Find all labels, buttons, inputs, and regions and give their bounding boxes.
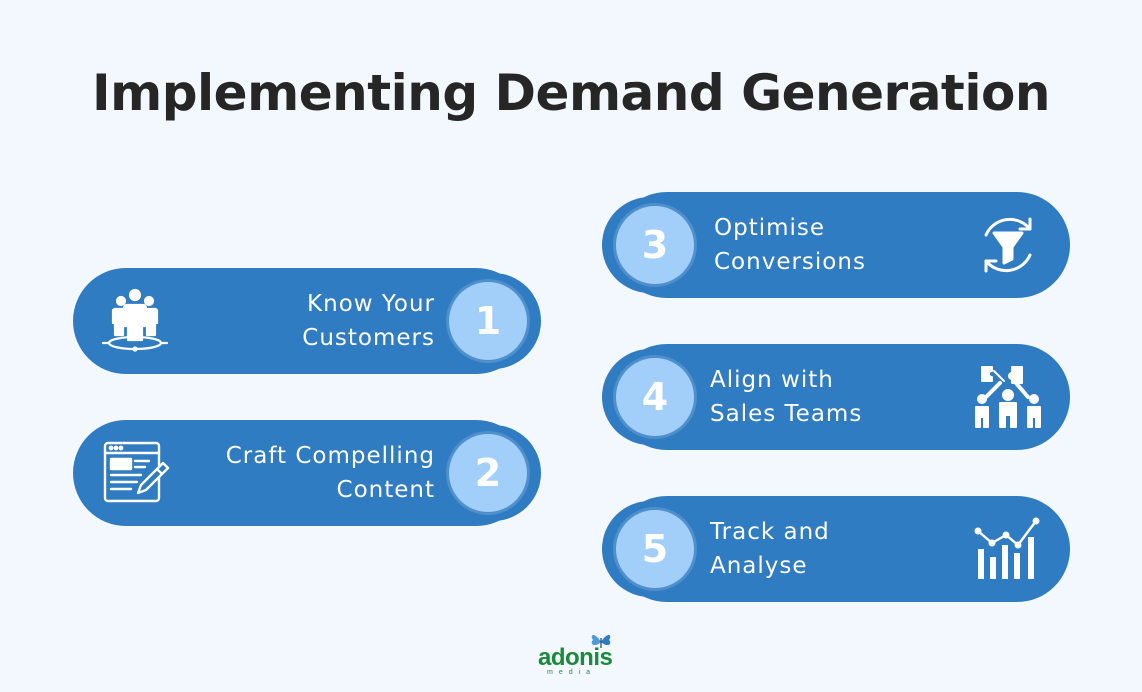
content-writing-icon xyxy=(99,437,171,509)
analytics-chart-icon xyxy=(972,513,1044,585)
step-3: 3 Optimise Conversions xyxy=(602,192,1070,298)
step-4-number: 4 xyxy=(616,358,694,436)
step-5: 5 Track and Analyse xyxy=(602,496,1070,602)
step-5-number: 5 xyxy=(616,510,694,588)
step-2-label: Craft Compelling Content xyxy=(226,420,435,526)
step-3-line2: Conversions xyxy=(714,249,866,275)
step-4-line2: Sales Teams xyxy=(710,401,863,427)
page-title: Implementing Demand Generation xyxy=(92,64,1050,122)
step-1-label: Know Your Customers xyxy=(302,268,435,374)
step-2-line1: Craft Compelling xyxy=(225,443,435,469)
step-1-number: 1 xyxy=(449,282,527,360)
step-5-line2: Analyse xyxy=(710,553,808,579)
step-1-line2: Customers xyxy=(302,325,435,351)
step-3-number: 3 xyxy=(616,206,694,284)
step-3-label: Optimise Conversions xyxy=(714,192,866,298)
step-2: Craft Compelling Content 2 xyxy=(73,420,541,526)
step-1: Know Your Customers 1 xyxy=(73,268,541,374)
step-4-label: Align with Sales Teams xyxy=(710,344,862,450)
step-3-line1: Optimise xyxy=(714,215,826,241)
step-5-line1: Track and xyxy=(710,519,830,545)
conversion-funnel-icon xyxy=(972,209,1044,281)
logo-sub: media xyxy=(547,669,597,676)
step-4: 4 Align with Sales Teams xyxy=(602,344,1070,450)
step-1-line1: Know Your xyxy=(307,291,435,317)
customers-group-icon xyxy=(99,285,171,357)
team-alignment-icon xyxy=(972,361,1044,433)
step-2-line2: Content xyxy=(336,477,435,503)
butterfly-icon xyxy=(591,635,611,648)
step-5-label: Track and Analyse xyxy=(710,496,830,602)
step-2-number: 2 xyxy=(449,434,527,512)
adonis-media-logo: adonis media xyxy=(535,630,615,680)
step-4-line1: Align with xyxy=(710,367,834,393)
logo-brand: adonis xyxy=(538,644,613,671)
